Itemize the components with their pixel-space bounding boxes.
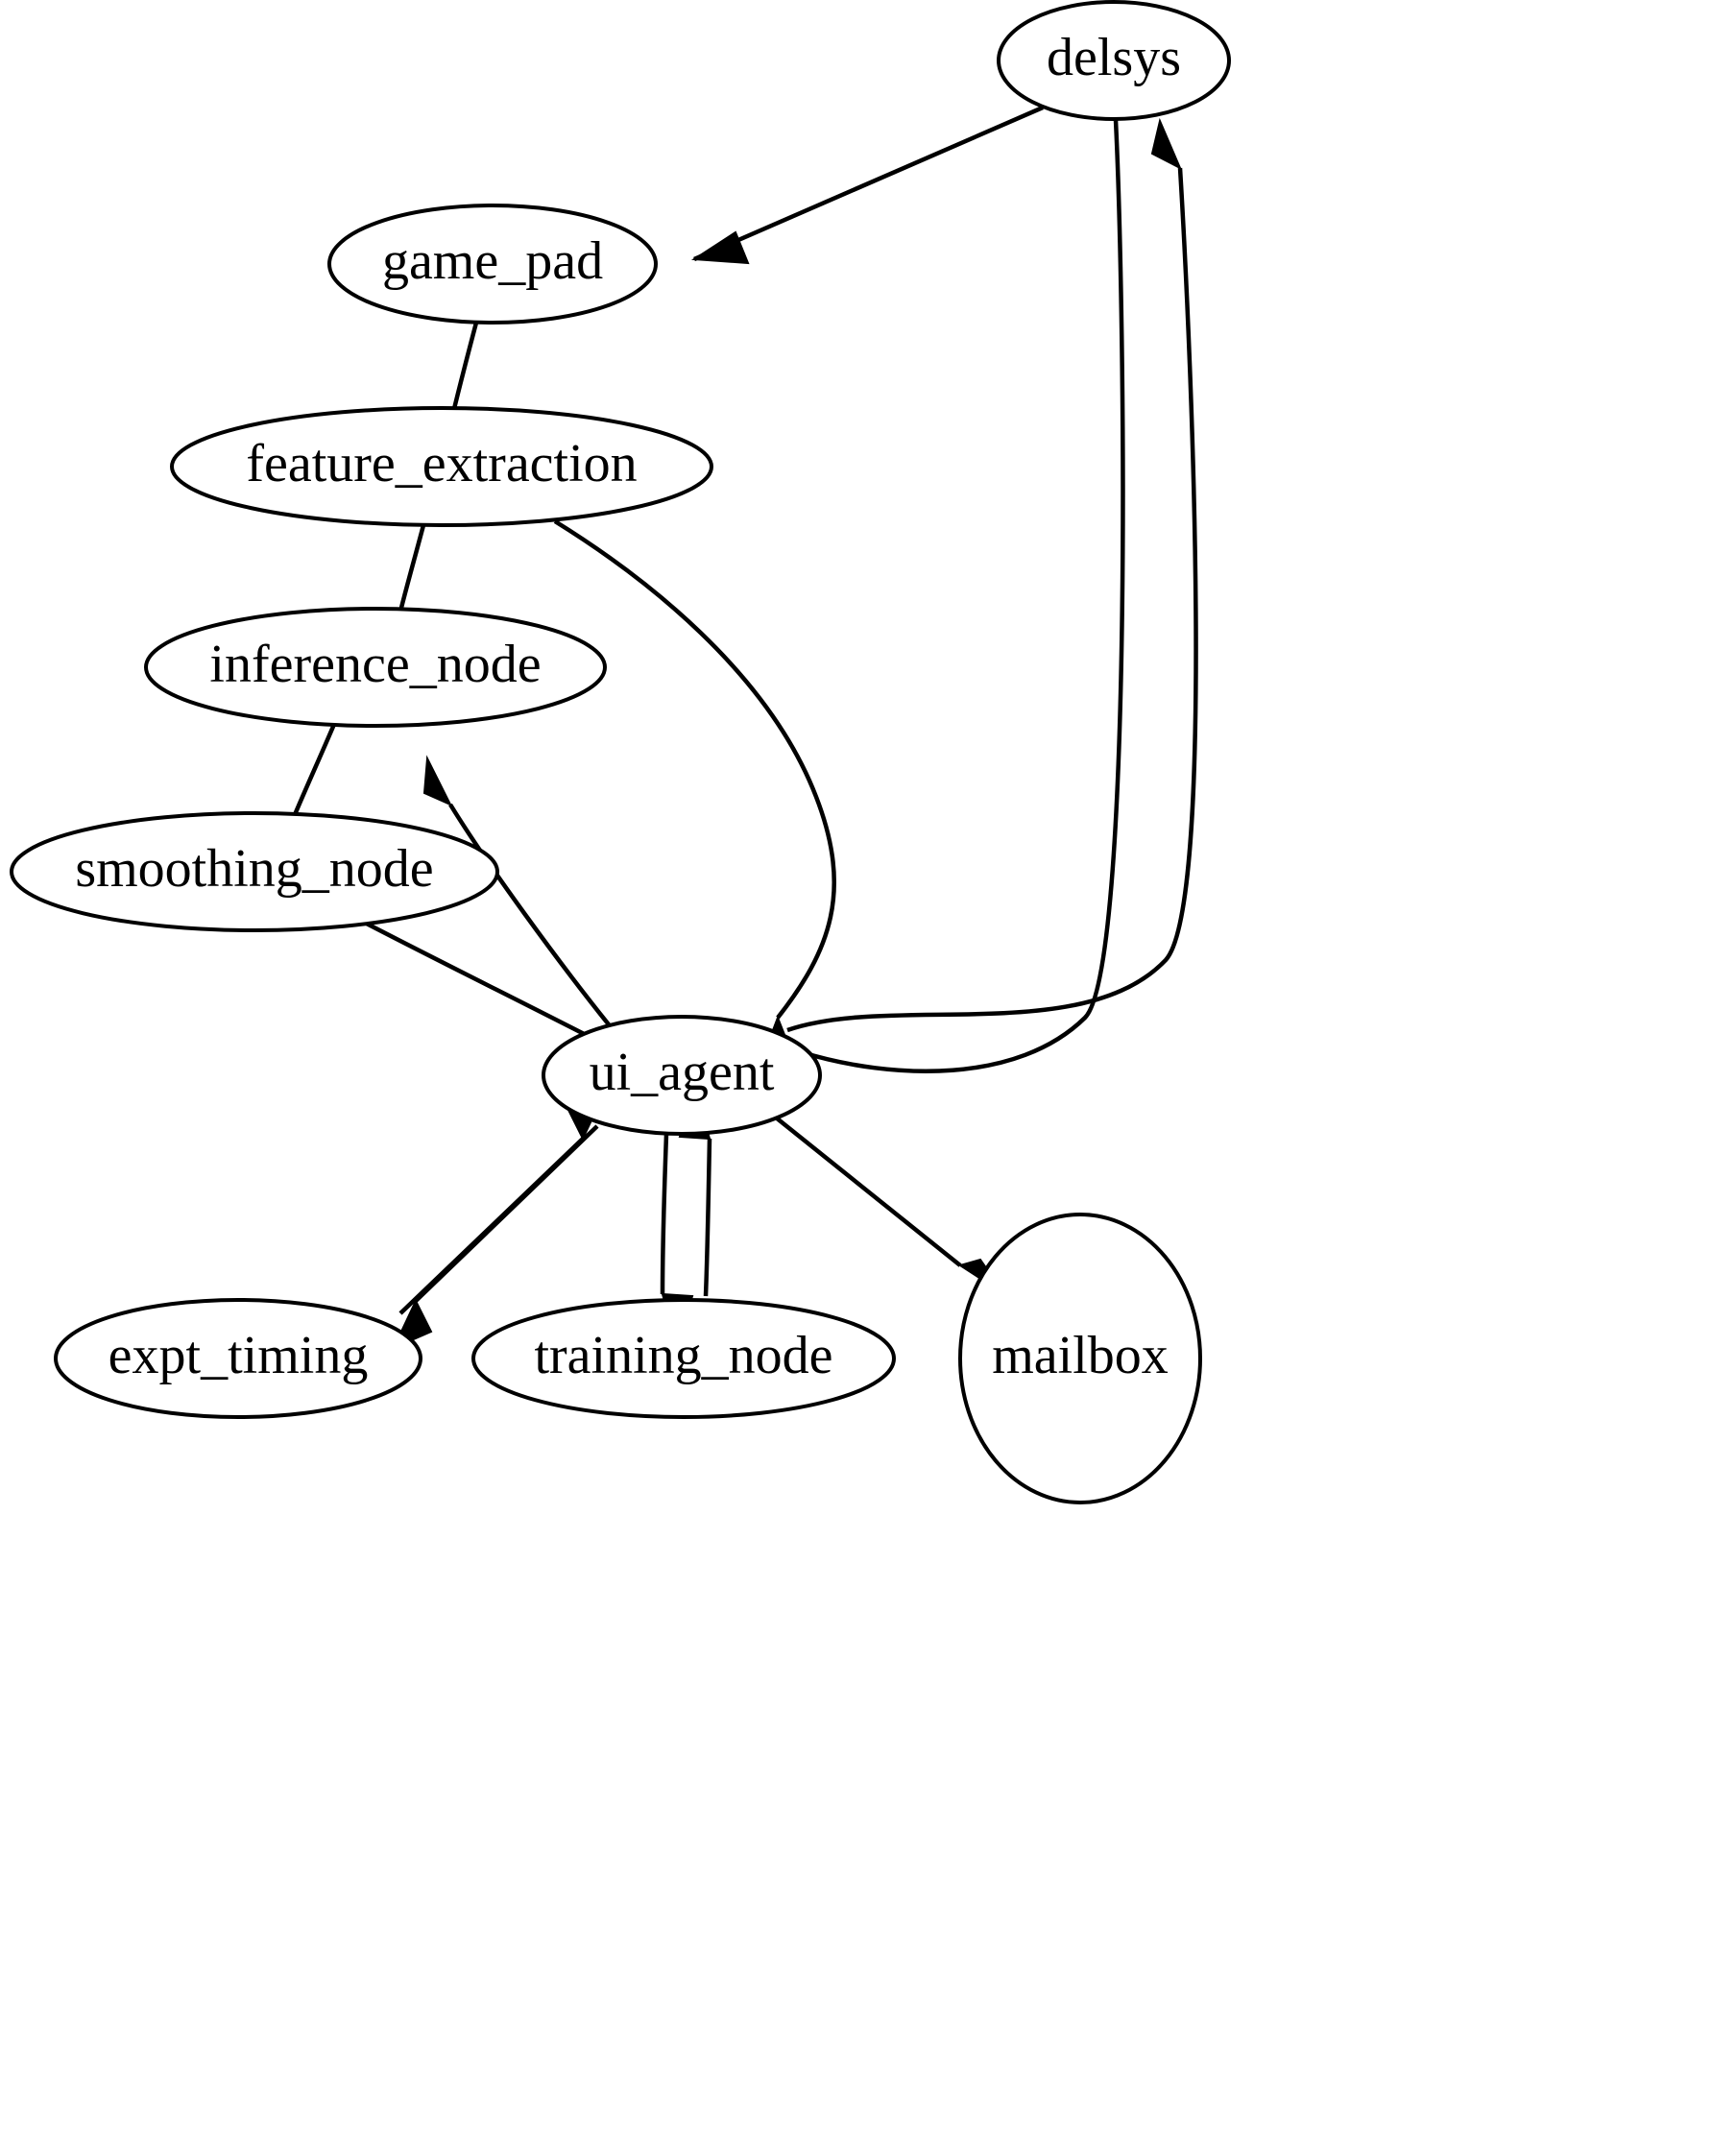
node-shape-ellipse [170, 406, 713, 527]
node-shape-ellipse [327, 204, 658, 325]
edge-expt_timing-ui_agent[interactable] [398, 1090, 608, 1315]
edge-ui_agent-mailbox[interactable] [774, 1116, 1005, 1295]
node-expt_timing[interactable]: expt_timing [54, 1298, 422, 1419]
arrowhead-icon [690, 230, 750, 265]
node-smoothing_node[interactable]: smoothing_node [10, 811, 499, 932]
node-shape-ellipse [471, 1298, 896, 1419]
node-feature_extraction[interactable]: feature_extraction [170, 406, 713, 527]
node-ui_agent[interactable]: ui_agent [542, 1015, 822, 1136]
edge-delsys-game_pad[interactable] [690, 105, 1044, 265]
node-inference_node[interactable]: inference_node [144, 607, 607, 728]
node-training_node[interactable]: training_node [471, 1298, 896, 1419]
node-game_pad[interactable]: game_pad [327, 204, 658, 325]
node-shape-circle [958, 1213, 1202, 1504]
edge-ui_agent-delsys[interactable] [786, 117, 1198, 1033]
node-shape-ellipse [542, 1015, 822, 1136]
node-shape-ellipse [997, 0, 1231, 121]
edge-feature_extraction-ui_agent[interactable] [553, 519, 836, 1069]
node-shape-ellipse [144, 607, 607, 728]
node-shape-ellipse [54, 1298, 422, 1419]
edge-delsys-ui_agent[interactable] [752, 119, 1125, 1074]
node-layer: delsys game_pad feature_extraction infer… [10, 0, 1231, 1504]
edge-ui_agent-inference_node[interactable] [422, 755, 614, 1030]
node-delsys[interactable]: delsys [997, 0, 1231, 121]
node-mailbox[interactable]: mailbox [958, 1213, 1202, 1504]
arrowhead-icon [422, 755, 453, 807]
arrowhead-icon [1150, 117, 1183, 171]
node-shape-ellipse [10, 811, 499, 932]
